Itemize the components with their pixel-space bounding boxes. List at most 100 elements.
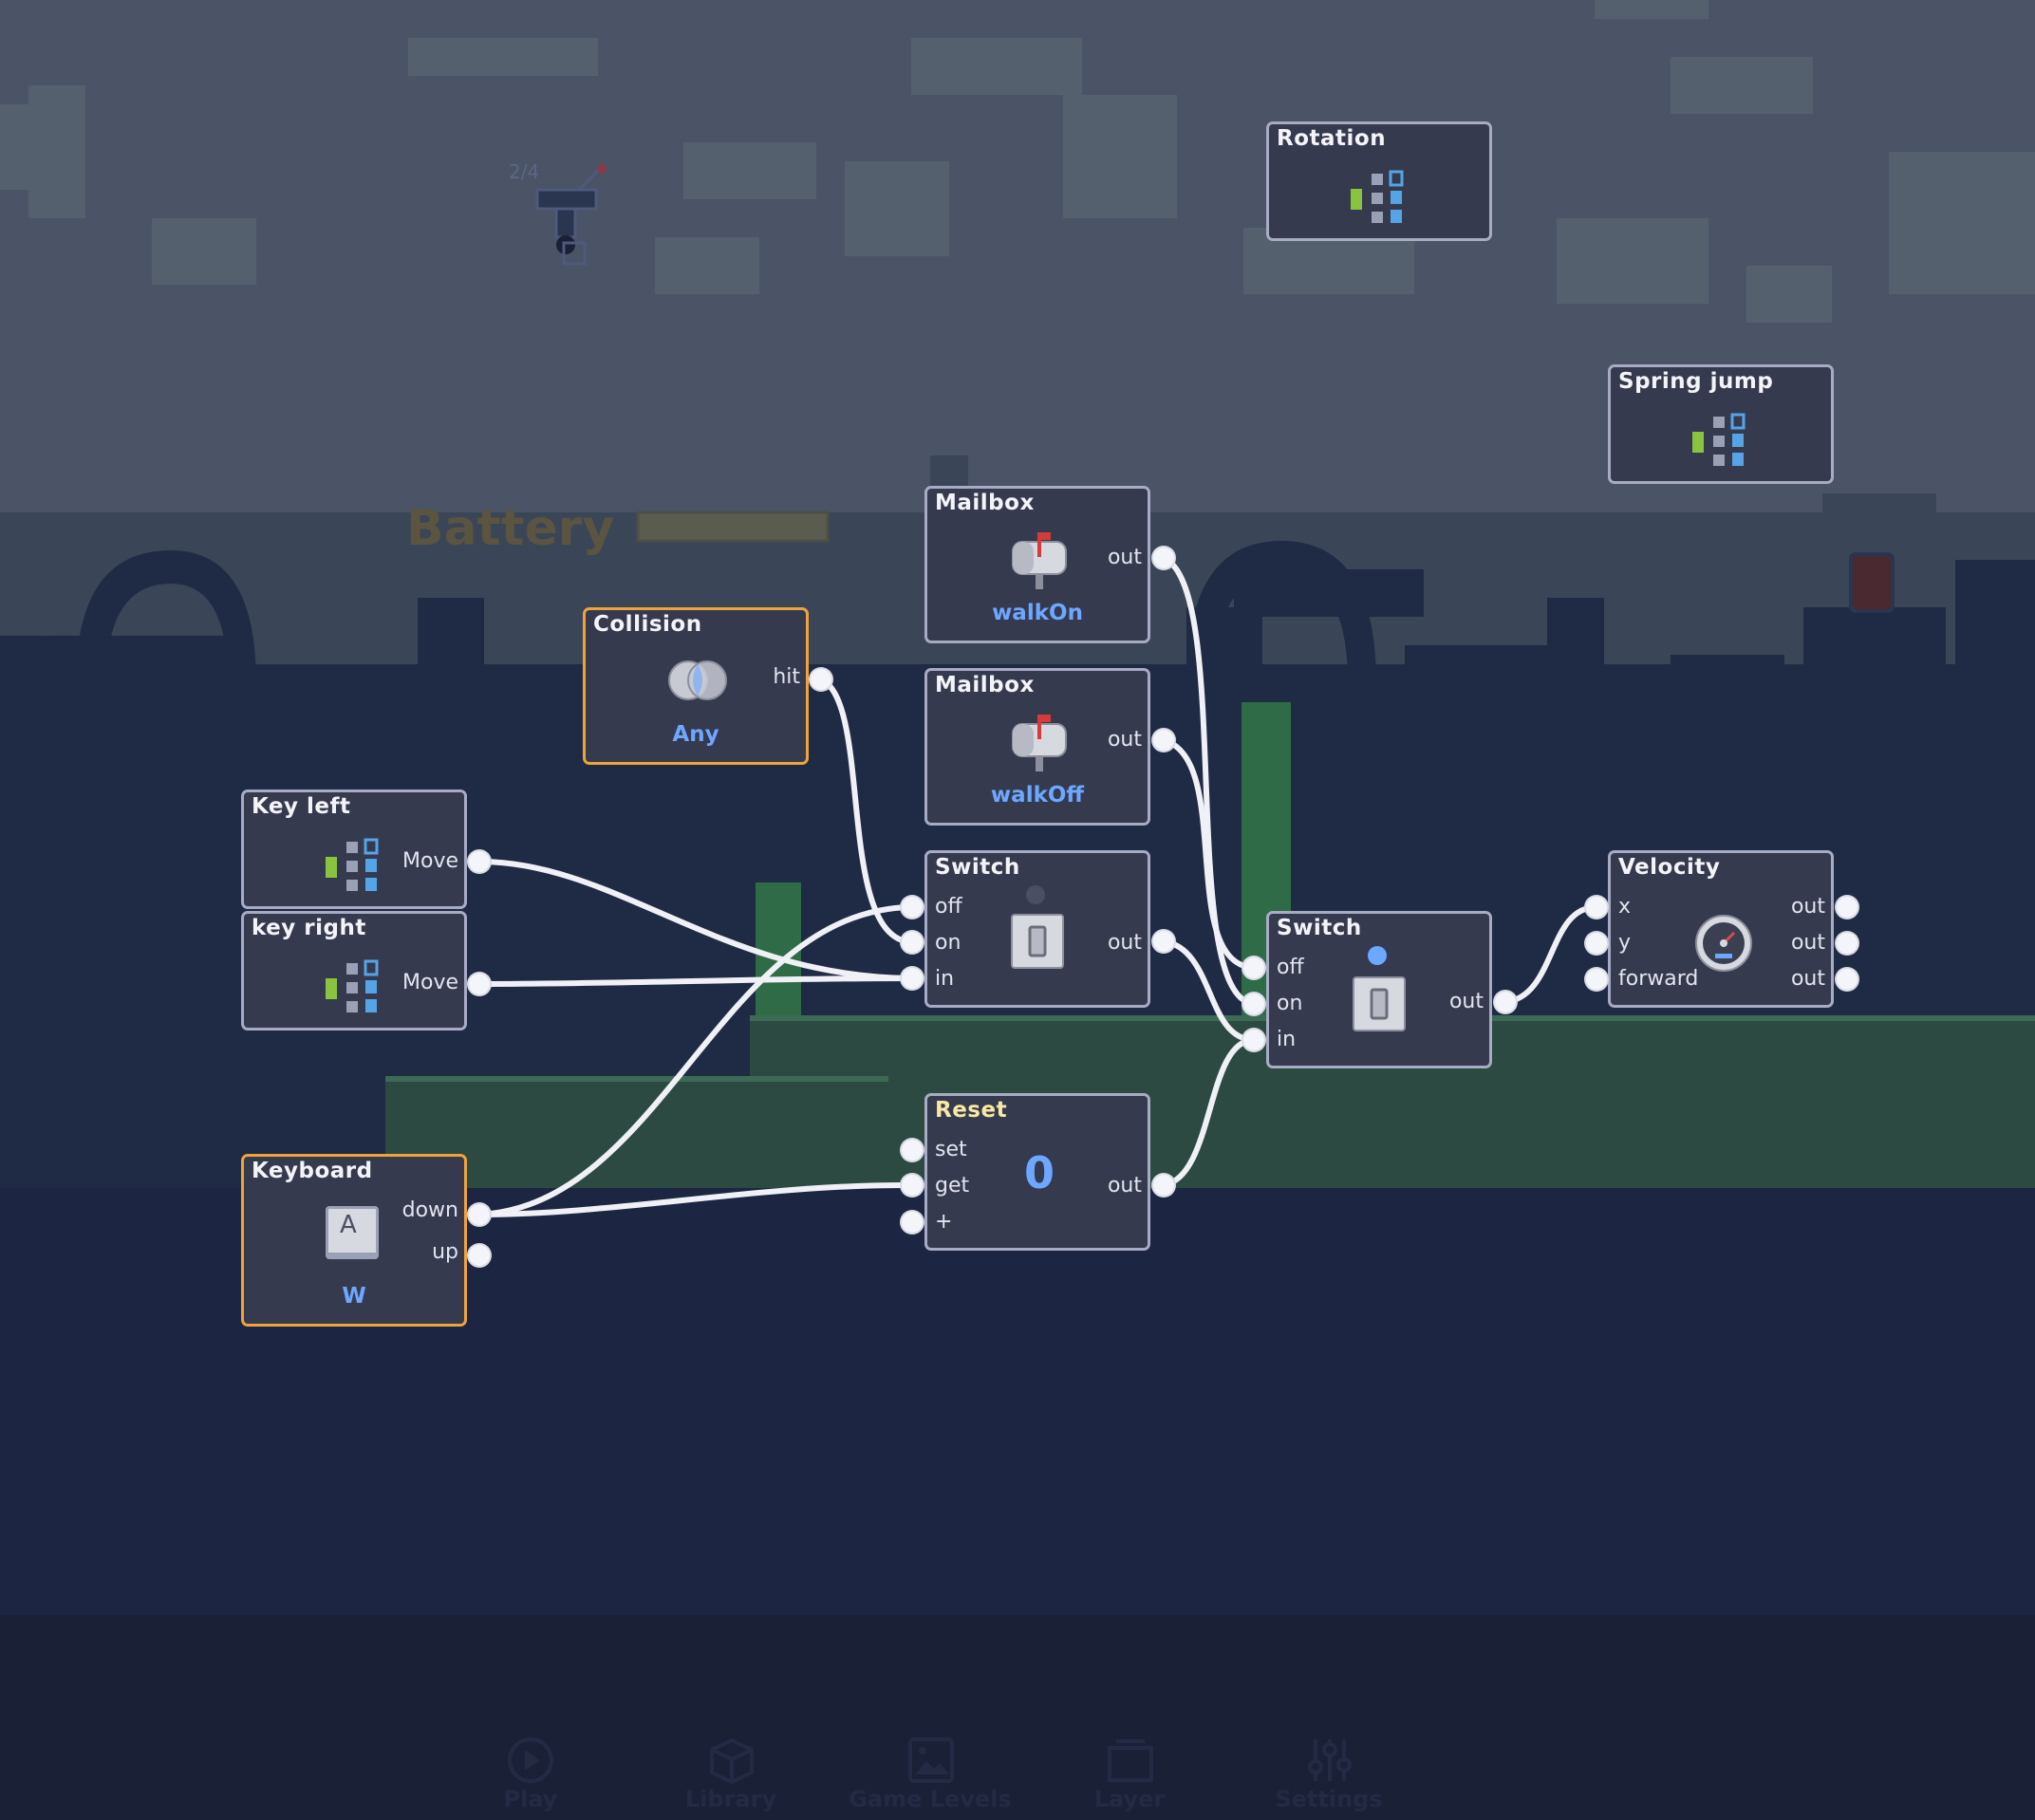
port-label-y: y bbox=[1618, 931, 1632, 955]
hud-battery-label: Battery bbox=[406, 500, 614, 557]
switch-state-led bbox=[1368, 946, 1387, 965]
reset-plus-port[interactable] bbox=[902, 1212, 923, 1233]
port-label-set: set bbox=[935, 1138, 967, 1161]
counter-value: 0 bbox=[1023, 1147, 1055, 1198]
nav-play[interactable]: Play bbox=[503, 1786, 558, 1812]
key-right-node[interactable]: key right Move bbox=[241, 911, 467, 1031]
collision-icon bbox=[668, 660, 727, 700]
port-label-out-3: out bbox=[1790, 967, 1825, 991]
nav-library[interactable]: Library bbox=[684, 1786, 777, 1812]
keyboard-node[interactable]: Keyboard A down up W bbox=[241, 1154, 467, 1327]
key-left-move-port[interactable] bbox=[469, 851, 490, 872]
key-left-node[interactable]: Key left Move bbox=[241, 789, 467, 909]
port-label-in: in bbox=[1277, 1028, 1297, 1051]
reset-counter-node[interactable]: Reset set get + 0 out bbox=[924, 1093, 1150, 1251]
spring-jump-node[interactable]: Spring jump bbox=[1608, 364, 1834, 484]
node-title: Switch bbox=[1277, 916, 1362, 940]
reset-get-port[interactable] bbox=[902, 1175, 923, 1196]
mailbox-value: walkOff bbox=[990, 783, 1085, 808]
velocity-x-port[interactable] bbox=[1586, 897, 1607, 918]
keyboard-up-port[interactable] bbox=[469, 1245, 490, 1266]
keycap-label: A bbox=[340, 1211, 357, 1239]
collision-hit-port[interactable] bbox=[811, 669, 831, 690]
port-label-off: off bbox=[1277, 956, 1304, 979]
switch-node-1[interactable]: Switch off on in out bbox=[924, 850, 1150, 1008]
reset-out-port[interactable] bbox=[1153, 1175, 1174, 1196]
port-label-get: get bbox=[935, 1174, 970, 1198]
collision-value: Any bbox=[672, 722, 719, 747]
port-label-out: out bbox=[1107, 931, 1142, 955]
collision-node[interactable]: Collision hit Any bbox=[583, 607, 809, 765]
speedometer-icon bbox=[1695, 915, 1752, 972]
port-label-on: on bbox=[935, 931, 961, 955]
node-title: Keyboard bbox=[252, 1159, 373, 1183]
mailbox-value: walkOn bbox=[992, 601, 1083, 625]
port-label-down: down bbox=[401, 1198, 458, 1222]
velocity-forward-port[interactable] bbox=[1586, 969, 1607, 990]
switch2-in-port[interactable] bbox=[1243, 1030, 1264, 1050]
port-label-move: Move bbox=[402, 849, 458, 873]
reset-set-port[interactable] bbox=[902, 1140, 923, 1161]
layer-icon bbox=[1108, 1739, 1153, 1782]
switch1-in-port[interactable] bbox=[902, 968, 923, 989]
node-title: Switch bbox=[935, 855, 1020, 880]
bottom-nav-bar bbox=[0, 1615, 2035, 1820]
settings-sliders-icon bbox=[1308, 1739, 1352, 1781]
switch2-on-port[interactable] bbox=[1243, 994, 1264, 1014]
velocity-out-3-port[interactable] bbox=[1837, 969, 1858, 990]
game-levels-icon bbox=[908, 1737, 954, 1783]
port-label-on: on bbox=[1277, 992, 1303, 1015]
port-label-in: in bbox=[935, 967, 955, 991]
port-label-out: out bbox=[1448, 990, 1484, 1013]
mailbox-icon bbox=[1012, 532, 1067, 589]
play-icon bbox=[508, 1737, 553, 1783]
velocity-out-2-port[interactable] bbox=[1837, 933, 1858, 954]
port-label-forward: forward bbox=[1618, 967, 1699, 991]
switch1-out-port[interactable] bbox=[1153, 931, 1174, 952]
mailbox-walkon-out-port[interactable] bbox=[1153, 548, 1174, 568]
nav-settings[interactable]: Settings bbox=[1275, 1786, 1383, 1812]
light-switch-icon bbox=[1353, 976, 1406, 1031]
node-title: Rotation bbox=[1277, 126, 1387, 151]
velocity-out-1-port[interactable] bbox=[1837, 897, 1858, 918]
switch2-out-port[interactable] bbox=[1495, 992, 1516, 1012]
node-title: Mailbox bbox=[935, 491, 1035, 515]
switch1-off-port[interactable] bbox=[902, 897, 923, 918]
key-right-move-port[interactable] bbox=[469, 974, 490, 994]
player-character bbox=[535, 164, 607, 266]
node-title: Key left bbox=[252, 794, 351, 819]
mailbox-walkoff-out-port[interactable] bbox=[1153, 730, 1174, 751]
node-title: Collision bbox=[593, 612, 702, 637]
port-label-out: out bbox=[1107, 546, 1142, 569]
mailbox-walkon-node[interactable]: Mailbox out walkOn bbox=[924, 486, 1150, 643]
hud-counter: 2/4 bbox=[509, 160, 539, 183]
library-icon bbox=[710, 1737, 754, 1784]
port-label-out: out bbox=[1107, 728, 1142, 752]
keyboard-down-port[interactable] bbox=[469, 1204, 490, 1225]
behavior-graph-icon bbox=[1351, 170, 1404, 223]
switch-node-2[interactable]: Switch off on in out bbox=[1266, 911, 1492, 1068]
switch2-off-port[interactable] bbox=[1243, 957, 1264, 978]
mailbox-walkoff-node[interactable]: Mailbox out walkOff bbox=[924, 668, 1150, 826]
port-label-hit: hit bbox=[773, 665, 800, 689]
port-label-out: out bbox=[1107, 1174, 1142, 1198]
light-switch-icon bbox=[1011, 914, 1064, 969]
port-label-x: x bbox=[1618, 895, 1632, 919]
velocity-y-port[interactable] bbox=[1586, 933, 1607, 954]
mailbox-icon bbox=[1012, 715, 1067, 771]
node-title: Mailbox bbox=[935, 673, 1035, 697]
behavior-graph-icon bbox=[1692, 413, 1746, 466]
keycap-icon: A bbox=[326, 1206, 379, 1259]
velocity-node[interactable]: Velocity x y forward out out out bbox=[1608, 850, 1834, 1008]
port-label-move: Move bbox=[402, 971, 458, 994]
switch1-on-port[interactable] bbox=[902, 932, 923, 953]
port-label-off: off bbox=[935, 895, 962, 919]
nav-layer[interactable]: Layer bbox=[1093, 1786, 1166, 1812]
nav-game-levels[interactable]: Game Levels bbox=[849, 1786, 1012, 1812]
port-label-out-1: out bbox=[1790, 895, 1825, 919]
switch-state-led bbox=[1026, 885, 1045, 904]
rotation-node[interactable]: Rotation bbox=[1266, 121, 1492, 241]
node-title: key right bbox=[252, 916, 366, 940]
